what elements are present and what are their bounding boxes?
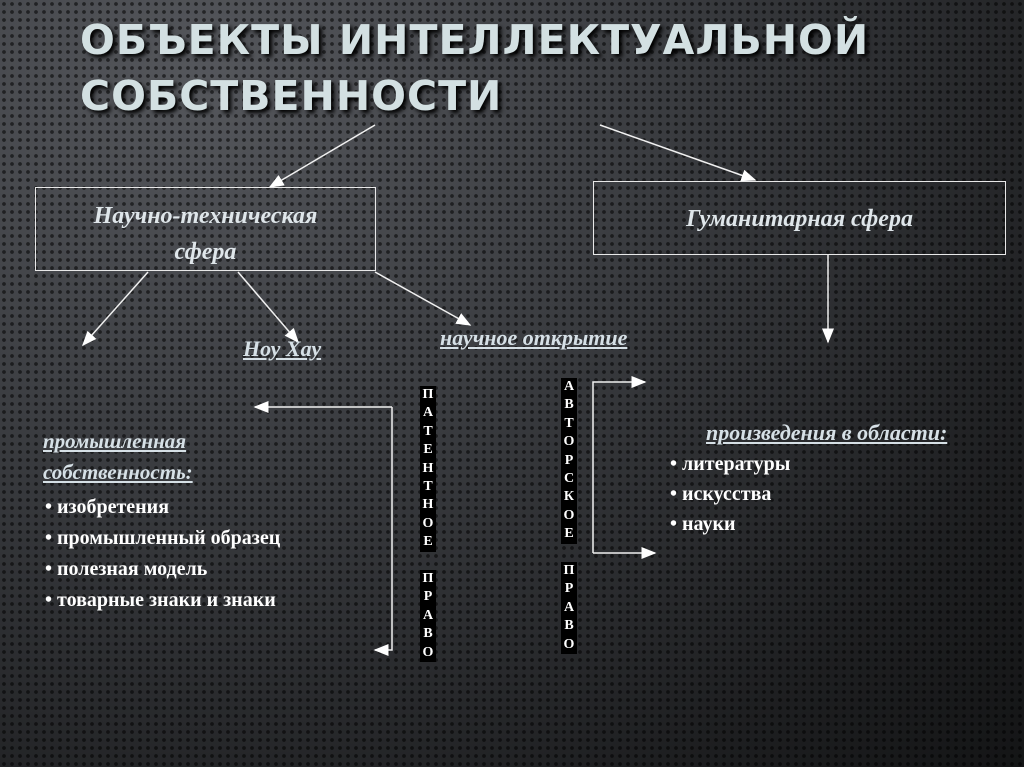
vertical-letter: Н xyxy=(420,459,436,479)
vertical-letter: Т xyxy=(420,422,436,442)
vertical-letter: Р xyxy=(561,580,577,599)
vertical-letter: Р xyxy=(420,588,436,607)
know-how-label: Ноу Хау xyxy=(243,336,322,361)
list-item: • товарные знаки и знаки xyxy=(45,589,276,611)
vertical-letter xyxy=(420,552,436,570)
vertical-letter: А xyxy=(561,598,577,618)
vertical-letter: В xyxy=(561,617,577,636)
vertical-letter: Е xyxy=(561,525,577,544)
vertical-letter: О xyxy=(420,643,436,663)
list-item: • промышленный образец xyxy=(45,527,281,549)
vertical-letter: О xyxy=(561,506,577,526)
list-item: • искусства xyxy=(670,483,772,505)
list-item: • изобретения xyxy=(45,496,170,518)
works-list: • литературы • искусства • науки xyxy=(670,449,790,539)
scientific-technical-box: Научно-техническая сфера xyxy=(35,187,376,271)
vertical-letter: А xyxy=(420,404,436,423)
title-line-2: СОБСТВЕННОСТИ xyxy=(80,72,503,120)
list-item: • полезная модель xyxy=(45,558,208,580)
vertical-letter: П xyxy=(420,386,436,405)
works-heading: произведения в области: xyxy=(706,420,948,445)
vertical-letter: О xyxy=(561,433,577,452)
industrial-list: • изобретения • промышленный образец • п… xyxy=(45,492,280,616)
vertical-letter: О xyxy=(561,635,577,655)
hum-box-label: Гуманитарная сфера xyxy=(686,206,913,232)
vertical-letter: Е xyxy=(420,441,436,460)
title-line-1: ОБЪЕКТЫ ИНТЕЛЛЕКТУАЛЬНОЙ xyxy=(80,16,870,64)
vertical-letter xyxy=(561,544,577,562)
vertical-letter: П xyxy=(420,570,436,589)
list-item: • литературы xyxy=(670,453,791,475)
industrial-property-heading: промышленная собственность: xyxy=(43,426,193,488)
sci-box-line-2: сфера xyxy=(174,239,237,265)
vertical-letter: А xyxy=(420,606,436,626)
vertical-letter: В xyxy=(561,396,577,415)
page-title: ОБЪЕКТЫ ИНТЕЛЛЕКТУАЛЬНОЙ СОБСТВЕННОСТИ xyxy=(80,12,869,124)
industrial-line-2: собственность: xyxy=(43,460,193,484)
vertical-letter: Р xyxy=(561,451,577,471)
vertical-letter: О xyxy=(420,514,436,534)
industrial-line-1: промышленная xyxy=(43,429,187,453)
vertical-letter: Т xyxy=(420,478,436,497)
vertical-letter: Т xyxy=(561,414,577,434)
vertical-letter: В xyxy=(420,625,436,644)
list-item: • науки xyxy=(670,513,736,535)
vertical-letter: К xyxy=(561,488,577,507)
humanitarian-box: Гуманитарная сфера xyxy=(593,181,1006,255)
vertical-letter: А xyxy=(561,378,577,397)
vertical-letter: Е xyxy=(420,533,436,552)
sci-box-line-1: Научно-техническая xyxy=(93,203,318,229)
vertical-letter: С xyxy=(561,470,577,489)
discovery-label: научное открытие xyxy=(440,325,628,350)
vertical-letter: П xyxy=(561,562,577,581)
vertical-letter: Н xyxy=(420,496,436,515)
